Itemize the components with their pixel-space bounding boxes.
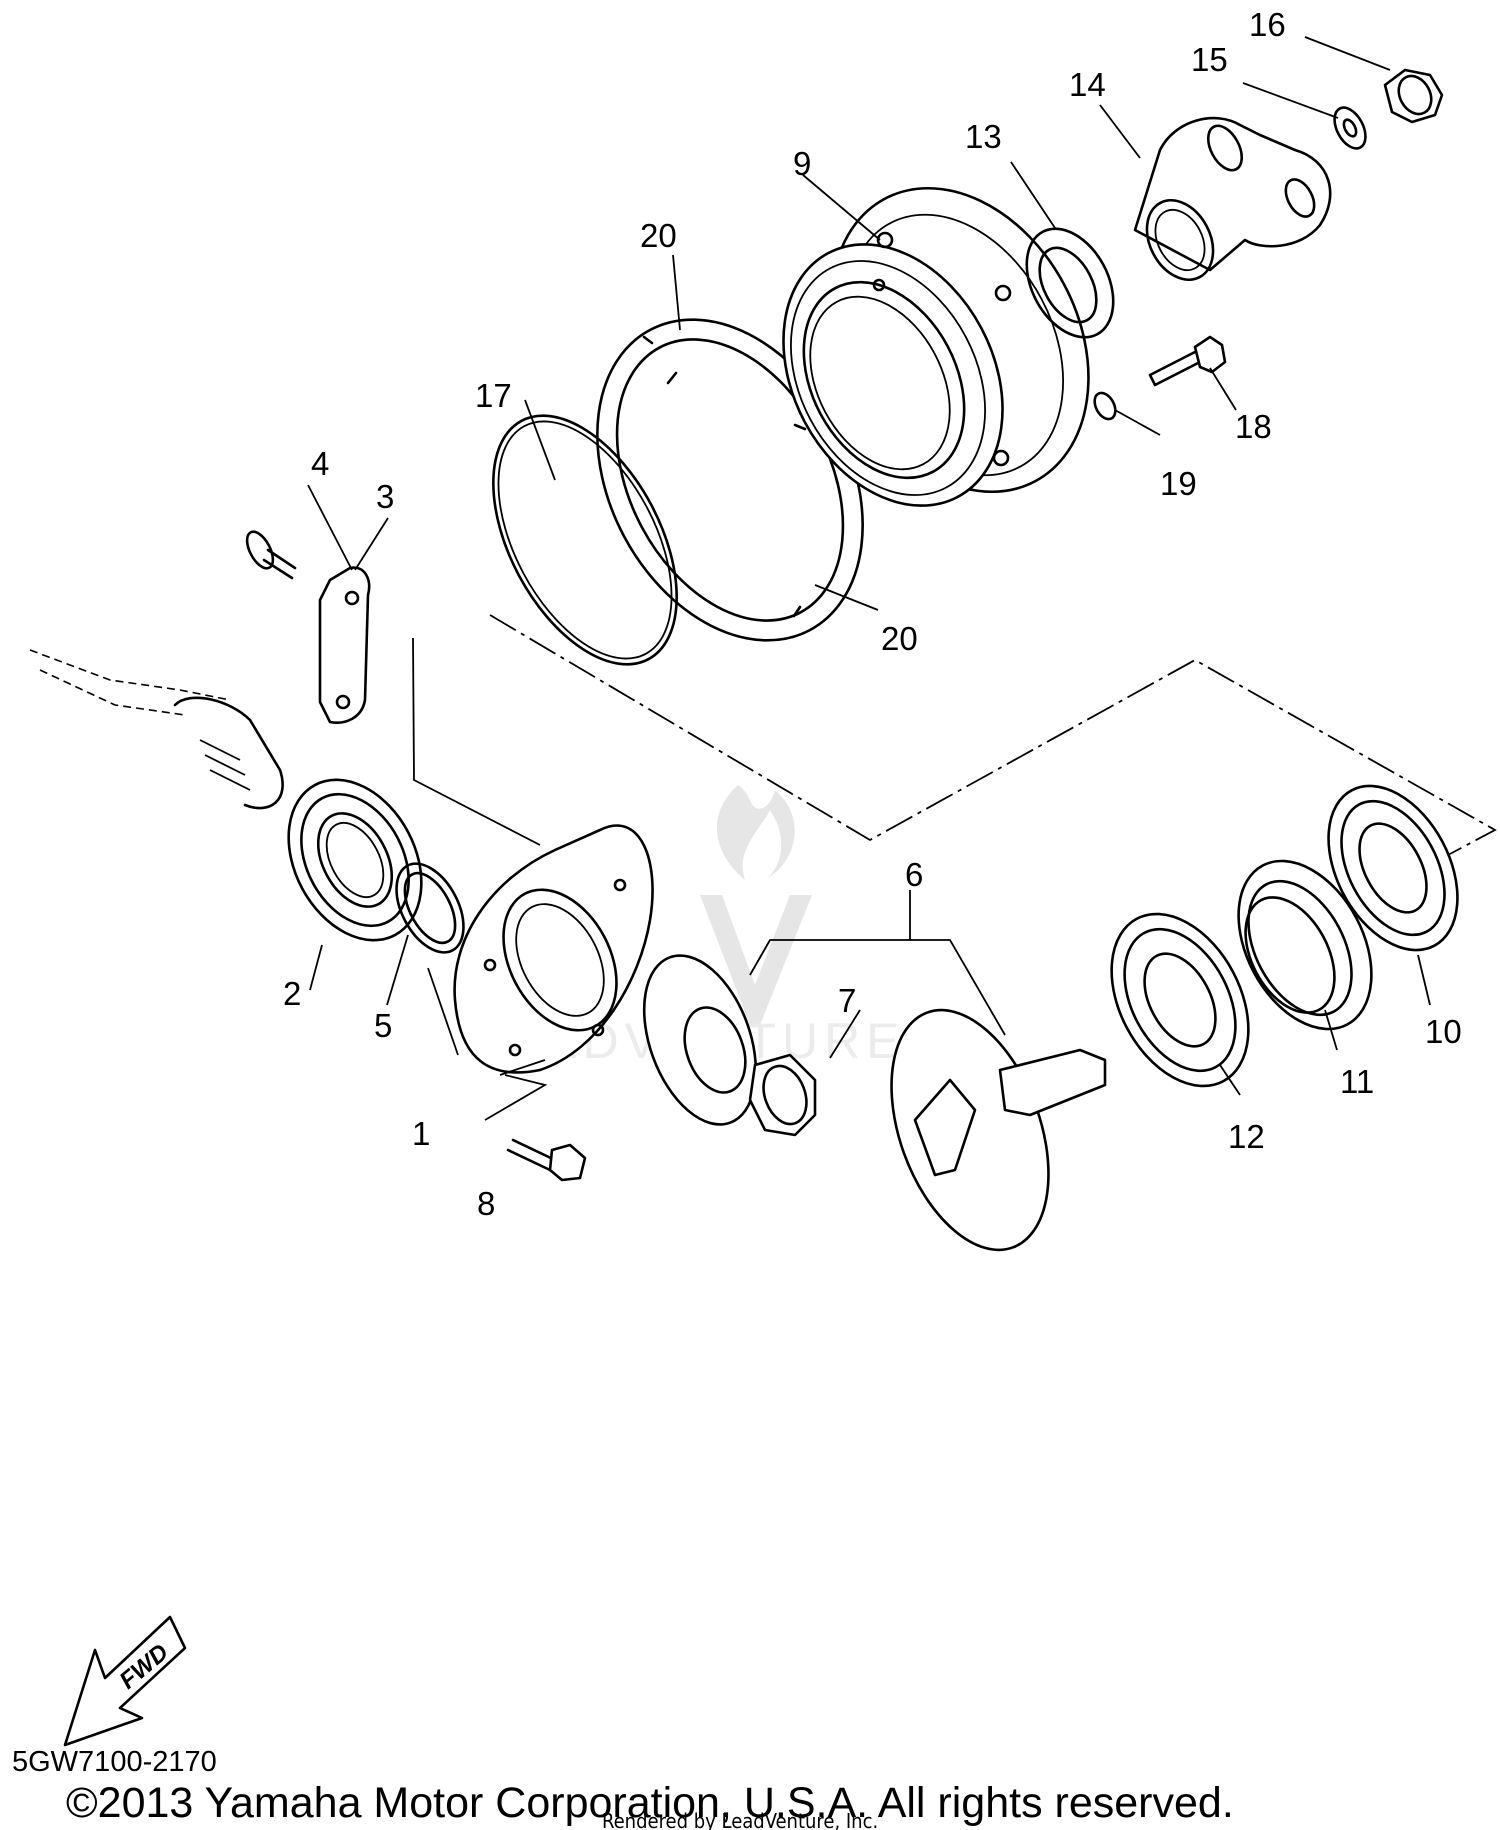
part-6-gear-set	[642, 954, 1107, 1252]
part-7-nut	[748, 1053, 817, 1137]
rendered-by: Rendered by LeadVenture, Inc.	[602, 1809, 878, 1830]
callout-15: 15	[1191, 41, 1228, 78]
callout-5: 5	[374, 1007, 392, 1044]
part-12-bearing	[1110, 912, 1250, 1088]
assembly-boundary	[489, 614, 1497, 856]
part-4-screw	[245, 530, 297, 580]
callout-7: 7	[838, 982, 856, 1019]
part-17-o-ring	[492, 414, 678, 666]
part-14-yoke	[1133, 116, 1332, 281]
part-18-bolt	[1148, 335, 1227, 387]
leader-lines	[307, 36, 1431, 1121]
callout-6: 6	[905, 856, 923, 893]
callout-12: 12	[1228, 1118, 1265, 1155]
drawing-number: 5GW7100-2170	[12, 1746, 217, 1778]
callout-11: 11	[1340, 1063, 1374, 1100]
part-9-bearing-housing	[782, 186, 1090, 507]
part-13-oil-seal	[1025, 227, 1115, 339]
callout-14: 14	[1069, 66, 1106, 103]
part-10-bearing	[1327, 784, 1459, 952]
part-11-locknut	[1237, 859, 1373, 1031]
callout-20-top: 20	[640, 217, 677, 254]
part-19-washer	[1093, 391, 1117, 421]
part-2-bearing	[287, 778, 423, 942]
part-5-shim	[395, 862, 465, 954]
part-8-bolt	[506, 1138, 587, 1182]
callout-10: 10	[1425, 1013, 1462, 1050]
callout-17: 17	[475, 377, 512, 414]
fwd-arrow: FWD	[63, 1615, 187, 1747]
callout-8: 8	[477, 1185, 495, 1222]
copyright: ©2013 Yamaha Motor Corporation, U.S.A. A…	[66, 1779, 1234, 1827]
callout-4: 4	[311, 445, 329, 482]
part-3-stopper-plate	[318, 566, 371, 724]
callout-9: 9	[793, 145, 811, 182]
drive-shaft-phantom	[29, 649, 284, 810]
callouts: 1 2 3 4 5 6 7 8 9 10 11 12 13 14 15 16 1…	[283, 6, 1462, 1222]
callout-20-bottom: 20	[881, 620, 918, 657]
part-16-nut	[1383, 68, 1444, 124]
callout-1: 1	[412, 1115, 430, 1152]
callout-2: 2	[283, 975, 301, 1012]
callout-13: 13	[965, 118, 1002, 155]
callout-19: 19	[1160, 465, 1197, 502]
callout-18: 18	[1235, 408, 1272, 445]
callout-3: 3	[376, 478, 394, 515]
part-15-washer	[1333, 106, 1367, 150]
callout-16: 16	[1249, 6, 1286, 43]
